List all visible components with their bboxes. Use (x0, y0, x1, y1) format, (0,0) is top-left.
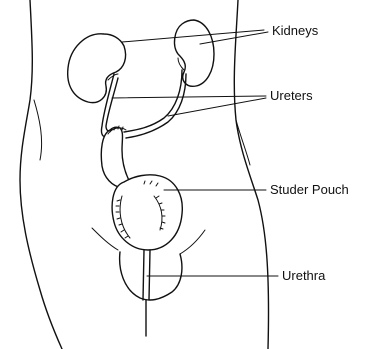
waist-left-contour (34, 100, 42, 160)
ureters-label: Ureters (270, 89, 313, 103)
urethra-left (143, 250, 144, 300)
right-ureter-outer (124, 70, 182, 132)
groin-left-line (92, 228, 118, 250)
left-kidney (68, 34, 126, 103)
studer-pouch-label: Studer Pouch (270, 183, 349, 197)
left-ureter-inner (106, 78, 118, 131)
kidneys-label: Kidneys (272, 24, 318, 38)
torso-right-outline (234, 0, 268, 349)
torso-left-outline (20, 0, 62, 349)
urethra-label: Urethra (282, 269, 325, 283)
ureters-leader-left (112, 96, 266, 98)
groin-right-line (180, 230, 205, 254)
right-kidney (175, 20, 214, 86)
ureters-leader-right (168, 98, 266, 116)
afferent-limb (101, 127, 132, 188)
right-ureter-inner (126, 74, 186, 138)
urethra-right (149, 250, 150, 300)
waist-right-contour (236, 120, 250, 165)
studer-pouch (112, 175, 182, 250)
